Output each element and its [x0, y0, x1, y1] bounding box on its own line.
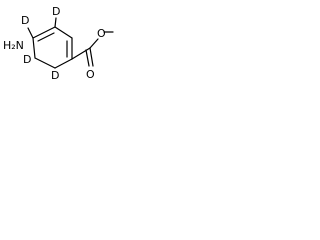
carbonyl-bond-b [85, 49, 90, 67]
ring-bond-1 [32, 26, 56, 39]
d-bottom-label: D [51, 69, 59, 82]
carbonyl-bond-a [89, 47, 94, 67]
ring-bond-2 [54, 26, 73, 39]
d-top-left-label: D [21, 14, 29, 27]
structure-drawing: D D H₂N D D O O [3, 5, 114, 82]
amine-label: H₂N [3, 39, 24, 52]
bond-to-d-top-right [54, 17, 57, 28]
molecule-structure: D D H₂N D D O O [0, 0, 116, 93]
bond-carbonyl-to-ester-o [89, 38, 99, 49]
bond-ring-to-carbonyl [71, 47, 91, 60]
ring-bond-5 [34, 57, 56, 69]
d-top-right-label: D [52, 5, 60, 18]
ring-bond-4 [54, 58, 73, 69]
ring-double-bond-1 [37, 32, 55, 42]
bond-to-d-top-left [27, 27, 34, 39]
ring-bond-6 [32, 37, 36, 59]
carbonyl-oxygen-label: O [86, 68, 95, 81]
ester-oxygen-label: O [97, 27, 106, 40]
d-ring-left-label: D [23, 53, 31, 66]
